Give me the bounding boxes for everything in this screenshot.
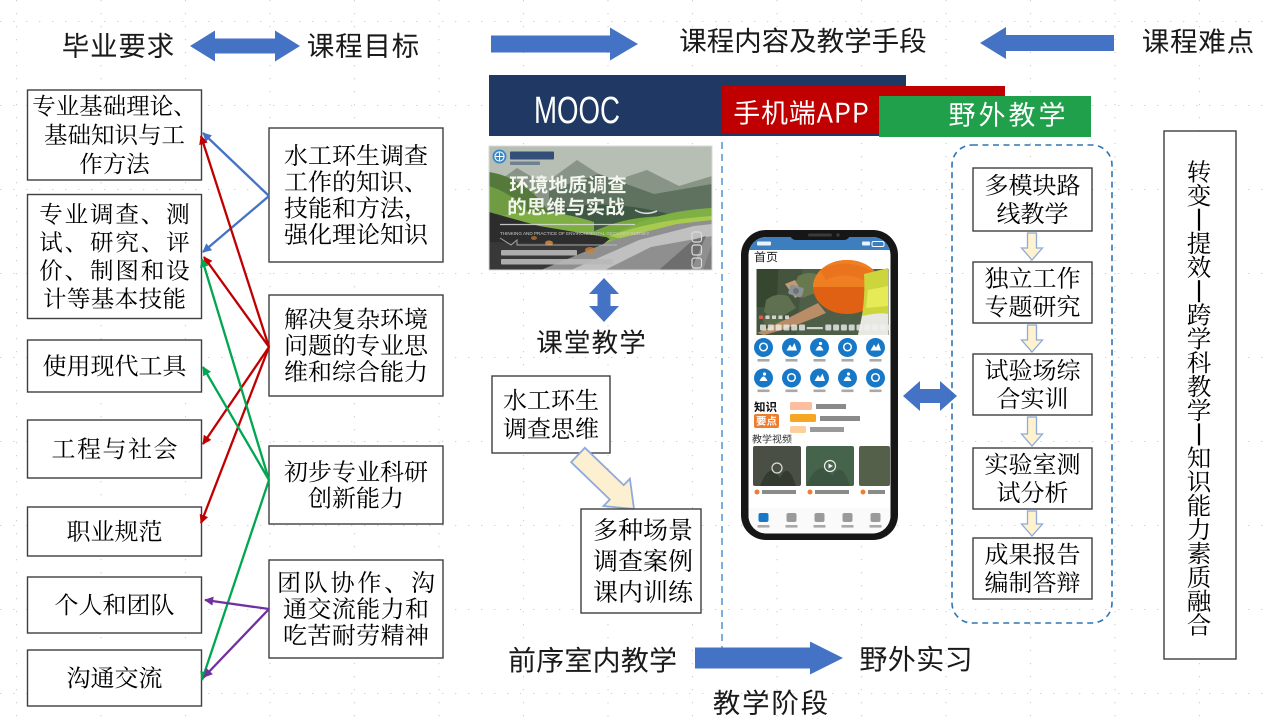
svg-text:MOOC: MOOC [534,90,620,132]
svg-text:THINKING AND PRACTICE OF ENVIR: THINKING AND PRACTICE OF ENVIRONMENTAL G… [500,231,649,236]
